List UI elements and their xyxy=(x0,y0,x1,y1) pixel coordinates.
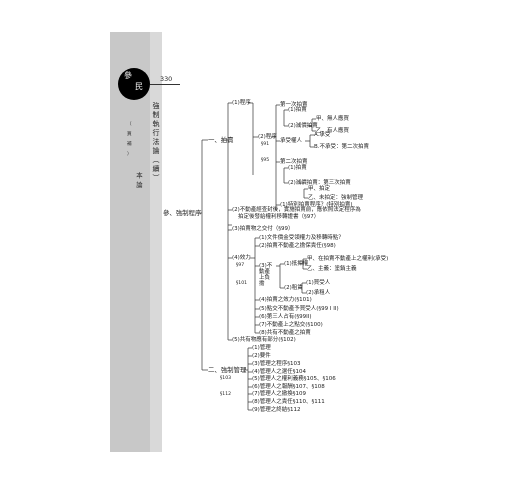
effect-more-5: (8)共有不動產之拍賣 xyxy=(259,330,311,336)
sec2-ref-bottom: §112 xyxy=(220,392,232,397)
sec1-item-3: (3)拍賣物之交付（§99） xyxy=(232,226,294,232)
mgmt-item-5: (5)管理人之權利義務§105、§106 xyxy=(252,376,336,382)
effect-more-4: (7)不動產上之點交(§100) xyxy=(259,322,323,328)
first-auction-sub-1: 甲、無人應買 xyxy=(316,116,350,122)
side-label-2: 買 xyxy=(127,132,132,137)
ref-91: §91 xyxy=(261,142,270,147)
first-auction-sub-2: 乙、有人應買 xyxy=(316,128,350,134)
sec2-ref-top: §103 xyxy=(220,376,232,381)
effect-more-2: (5)點交不動產予買受人(§99 I II) xyxy=(259,306,339,312)
first-auction-item-1: (1)拍賣 xyxy=(288,107,307,113)
side-label-3: 補 xyxy=(127,142,132,147)
mgmt-item-1: (1)管理 xyxy=(252,345,271,351)
sub-vertical: 本論 xyxy=(135,172,143,191)
burden-detail-1: 甲、在拍賣不動產上之權利(承受) xyxy=(307,256,389,262)
effect-label: (4)效力 xyxy=(232,255,251,261)
effect-more-3: (6)第三人占有(§99II) xyxy=(259,314,312,320)
sec2-label: 二、強制管理 xyxy=(208,366,247,374)
acceptor-item-1: A.承受 xyxy=(314,132,331,138)
acceptor-item-2: B.不承受：第二次拍賣 xyxy=(314,144,370,150)
burden-detail-4: (2)承租人 xyxy=(306,290,331,296)
header-rule xyxy=(150,84,180,85)
sec1-label: 一、拍賣 xyxy=(208,136,234,144)
effect-ref: §97 xyxy=(236,263,245,268)
sec1-item-2b: 拍定後發給權利移轉證書（§97） xyxy=(238,214,320,220)
page-number: 330 xyxy=(160,75,173,83)
mgmt-item-6: (6)管理人之報酬§107、§108 xyxy=(252,384,325,390)
ref-101: §101 xyxy=(236,281,248,286)
side-label-1: （ xyxy=(127,122,132,127)
procedure-node: (2)程序 xyxy=(258,134,277,140)
second-auction-item-1: (1)拍賣 xyxy=(288,165,307,171)
co-ownership: (5)共有物應有部分(§102) xyxy=(232,337,296,343)
immovable-burden: (3)不動產上負擔 xyxy=(259,263,273,287)
outline-root: 參、強制程序 xyxy=(163,209,202,217)
mgmt-item-4: (4)管理人之選任§104 xyxy=(252,369,307,375)
first-auction-item-2: (2)減價拍賣 xyxy=(288,123,318,129)
mgmt-item-3: (3)管理之程序§103 xyxy=(252,361,301,367)
second-auction-sub-2: 乙、未拍定：強制管理 xyxy=(308,195,364,201)
acceptor: 承受權人 xyxy=(280,138,303,144)
chapter-tab-char-2: 民 xyxy=(135,82,143,91)
mgmt-item-8: (8)管理人之責任§110、§111 xyxy=(252,399,325,405)
mgmt-item-2: (2)要件 xyxy=(252,353,271,359)
page-spine-shadow xyxy=(150,32,162,452)
mgmt-item-7: (7)管理人之撤換§109 xyxy=(252,391,307,397)
side-label-4: ） xyxy=(127,152,132,157)
burden-detail-2: 乙、主義：塗銷主義 xyxy=(307,266,357,272)
sec1-procedure: (1)程序 xyxy=(232,100,251,106)
special-auction: (1)特別拍賣程序？(特別拍賣) xyxy=(280,202,353,208)
second-auction-item-2: (2)減價拍賣：第三次拍賣 xyxy=(288,180,351,186)
chapter-tab xyxy=(118,68,150,100)
ref-95: §95 xyxy=(261,158,270,163)
burden-sub-1: (1)抵押權 xyxy=(284,261,309,267)
burden-detail-3: (1)買受人 xyxy=(306,280,331,286)
mgmt-item-9: (9)管理之終結§112 xyxy=(252,407,301,413)
effect-item-1: (1)文件價金受領權力及移轉時點？ xyxy=(259,235,344,241)
chapter-tab-char-1: 參 xyxy=(124,71,132,80)
effect-item-2: (2)拍賣不動產之擔保責任(§98) xyxy=(259,243,336,249)
second-auction-sub-1: 甲、拍定 xyxy=(308,186,331,192)
sec1-item-2: (2)不動產經查封後，實施拍賣前，應依照法定程序為 xyxy=(232,207,361,213)
second-auction: 第二次拍賣 xyxy=(280,159,308,165)
burden-sub-2: (2)租賃 xyxy=(284,285,303,291)
first-auction: 第一次拍賣 xyxy=(280,102,308,108)
effect-more-1: (4)拍賣之效力(§101) xyxy=(259,297,312,303)
running-title: 強制執行法論（續） xyxy=(152,102,160,183)
